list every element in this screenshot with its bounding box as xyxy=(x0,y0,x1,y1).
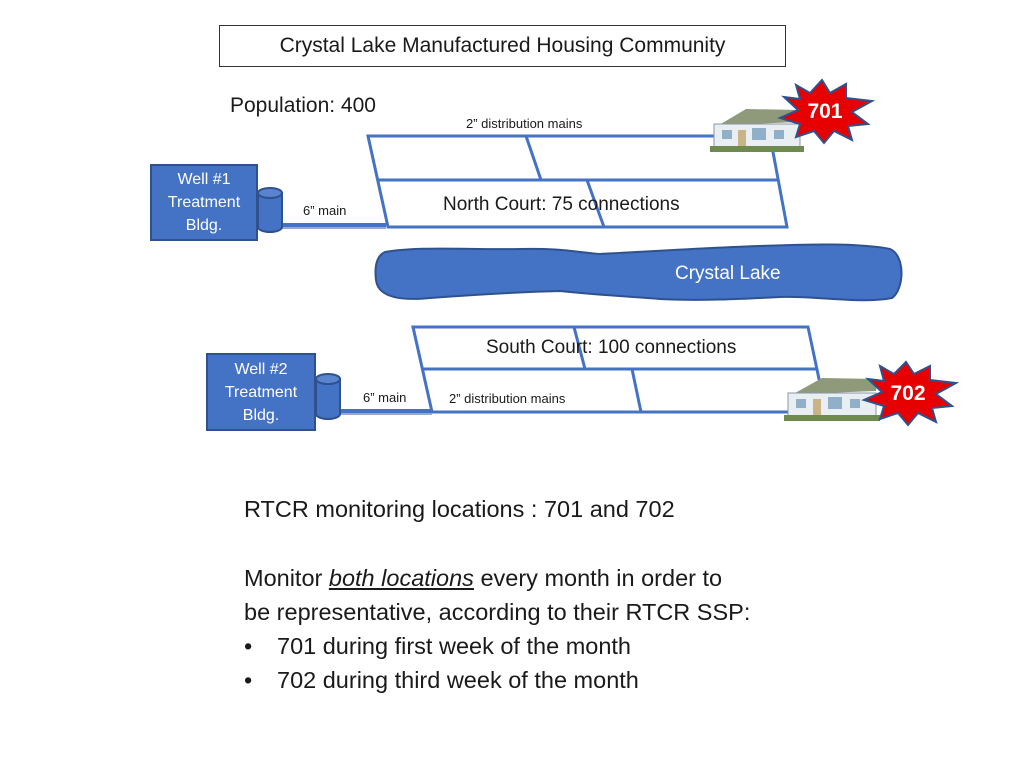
storage-tank-1-icon xyxy=(257,187,283,233)
diagram-title: Crystal Lake Manufactured Housing Commun… xyxy=(219,25,786,67)
well-2-treatment-building: Well #2 Treatment Bldg. xyxy=(206,353,316,431)
schedule-list: 701 during first week of the month 702 d… xyxy=(244,629,750,697)
distribution-mains-south-label: 2” distribution mains xyxy=(449,391,566,406)
north-distribution-grid xyxy=(366,134,789,229)
both-locations-emphasis: both locations xyxy=(328,565,474,591)
monitoring-locations-heading: RTCR monitoring locations : 701 and 702 xyxy=(244,496,675,522)
instructions-prefix: Monitor xyxy=(244,565,329,591)
site-702-label: 702 xyxy=(890,382,925,405)
instructions-suffix: every month in order to xyxy=(473,565,723,591)
monitoring-instructions: Monitor both locations every month in or… xyxy=(244,561,750,697)
instructions-line-1: Monitor both locations every month in or… xyxy=(244,561,750,595)
monitoring-site-702-marker: 702 xyxy=(861,360,960,427)
distribution-mains-north-label: 2” distribution mains xyxy=(466,116,583,131)
main-pipe-south xyxy=(340,409,432,415)
well-2-line3: Bldg. xyxy=(242,406,280,424)
storage-tank-2-icon xyxy=(315,373,341,420)
monitoring-site-701-marker: 701 xyxy=(777,78,876,145)
well-1-line2: Treatment xyxy=(167,194,241,211)
main-north-label: 6” main xyxy=(303,203,347,218)
schedule-item-701: 701 during first week of the month xyxy=(244,629,750,663)
crystal-lake-shape xyxy=(374,243,903,302)
well-1-name: Well #1 xyxy=(177,171,231,188)
well-1-line3: Bldg. xyxy=(185,217,223,234)
well-2-line2: Treatment xyxy=(224,383,298,401)
instructions-line-2: be representative, according to their RT… xyxy=(244,599,751,625)
population-label: Population: 400 xyxy=(230,94,376,117)
south-court-label: South Court: 100 connections xyxy=(486,337,737,358)
mobile-home-701-icon xyxy=(710,109,804,152)
north-court-label: North Court: 75 connections xyxy=(443,194,680,215)
schedule-item-702: 702 during third week of the month xyxy=(244,663,750,697)
well-1-treatment-building: Well #1 Treatment Bldg. xyxy=(150,164,258,241)
site-701-label: 701 xyxy=(807,100,842,123)
main-south-label: 6” main xyxy=(363,390,407,405)
well-2-name: Well #2 xyxy=(234,360,288,378)
lake-label: Crystal Lake xyxy=(675,263,781,284)
main-pipe-north xyxy=(282,223,386,229)
mobile-home-702-icon xyxy=(784,378,880,421)
